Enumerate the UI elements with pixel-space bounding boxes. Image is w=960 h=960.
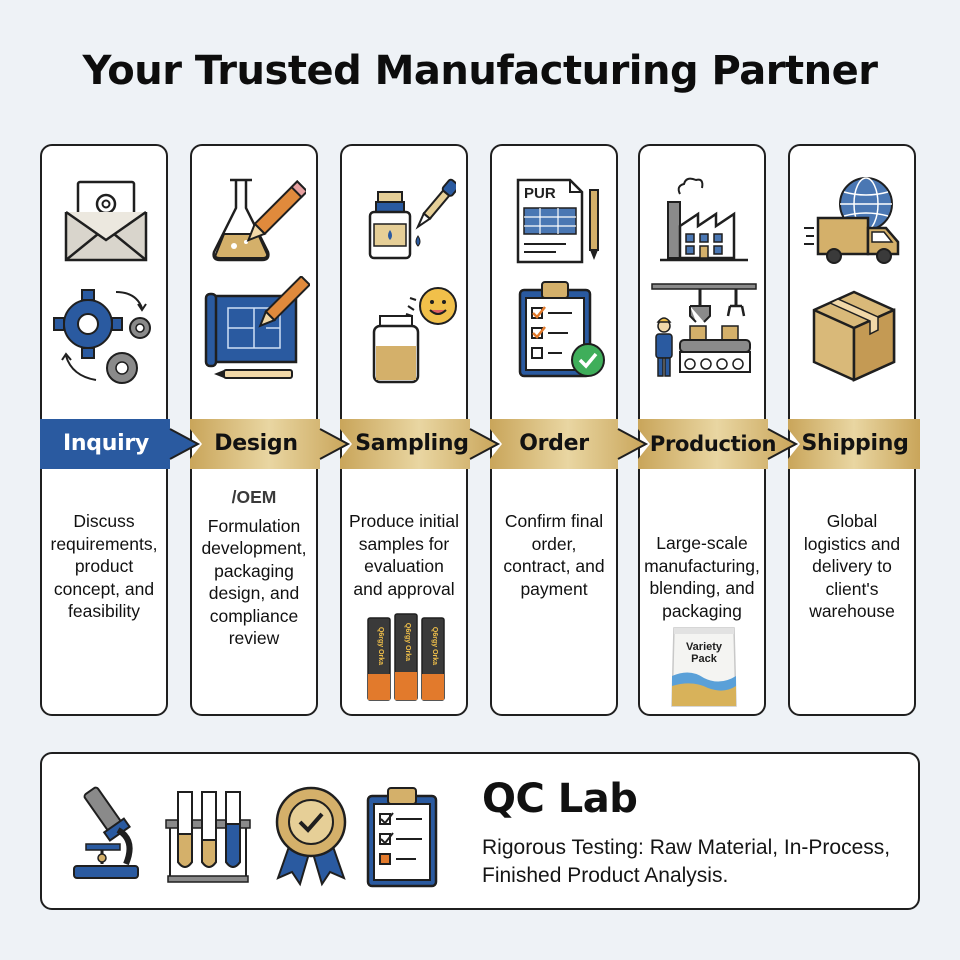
desc-line: packaging: [214, 560, 294, 581]
doc-label: PUR: [524, 185, 556, 202]
band-segment-design: [190, 419, 348, 469]
desc-line: compliance: [209, 605, 299, 626]
desc-line: review: [228, 628, 280, 648]
bottle-dropper-icon: [368, 178, 456, 260]
desc-line: and approval: [353, 578, 455, 599]
page-title: Your Trusted Manufacturing Partner: [82, 48, 878, 94]
microscope-icon: [73, 786, 139, 879]
oem-label: /OEM: [231, 487, 277, 507]
desc-line: Large-scale: [656, 533, 748, 553]
checklist-clipboard-icon: [518, 281, 605, 378]
desc-line: manufacturing,: [644, 555, 760, 576]
stage-label-sampling: Sampling: [355, 431, 469, 456]
gears-icon: [53, 289, 151, 384]
band-segment-order: [490, 419, 646, 469]
qc-lab-title: QC Lab: [482, 776, 638, 822]
stage-description-order: Confirm final order, contract, and payme…: [496, 510, 612, 600]
email-envelope-icon: [64, 180, 148, 262]
test-tubes-icon: [165, 791, 251, 883]
desc-line: development,: [201, 538, 307, 558]
stage-description-inquiry: Discuss requirements, product concept, a…: [46, 510, 162, 623]
desc-line: Discuss: [73, 511, 135, 531]
desc-line: client's: [825, 578, 879, 599]
factory-icon: [660, 177, 748, 262]
desc-line: feasibility: [68, 601, 140, 621]
cardboard-box-icon: [812, 290, 896, 382]
stage-description-design: /OEM Formulation development, packaging …: [196, 486, 312, 650]
qc-lab-panel: QC Lab Rigorous Testing: Raw Material, I…: [40, 752, 920, 910]
stage-description-sampling: Produce initial samples for evaluation a…: [346, 510, 462, 600]
sachet-label: Q6rgy Orka: [431, 627, 438, 665]
sachet-label: Q6rgy Orka: [377, 627, 384, 665]
desc-line: Produce initial: [349, 511, 459, 531]
globe-truck-icon: [804, 177, 900, 264]
desc-line: Confirm final: [504, 511, 604, 531]
checklist-clipboard-icon: [366, 787, 438, 888]
stage-label-design: Design: [214, 431, 298, 456]
desc-line: Global: [826, 511, 878, 531]
band-segment-inquiry: [40, 419, 198, 469]
lab-flask-pencil-icon: [212, 178, 306, 262]
pouch-label-line-2: Pack: [691, 653, 718, 665]
stage-label-inquiry: Inquiry: [63, 431, 149, 456]
desc-line: Formulation: [207, 515, 301, 536]
desc-line: samples for: [358, 533, 450, 554]
stage-label-order: Order: [519, 431, 589, 456]
blueprint-pencil-icon: [204, 276, 310, 379]
stage-label-production: Production: [649, 432, 777, 456]
assembly-line-icon: [651, 283, 757, 377]
desc-line: delivery to: [812, 556, 892, 576]
pouch-label-line-1: Variety: [686, 641, 723, 653]
sample-sachets-image: Q6rgy Orka Q6rgy Orka Q6rgy Orka: [367, 613, 445, 701]
desc-line: blending, and: [649, 578, 755, 598]
process-band: Inquiry Design Sampling Order Production…: [40, 419, 960, 469]
desc-line: packaging: [662, 600, 742, 621]
stage-label-shipping: Shipping: [801, 431, 909, 456]
process-arrows: [40, 419, 920, 469]
desc-line: warehouse: [809, 601, 895, 621]
band-segment-production: [638, 419, 796, 469]
desc-line: logistics and: [803, 533, 901, 554]
variety-pack-pouch-image: Variety Pack: [671, 627, 737, 707]
desc-line: design, and: [208, 583, 300, 603]
desc-line: order,: [531, 533, 577, 554]
qc-lab-description: Rigorous Testing: Raw Material, In-Proce…: [482, 834, 890, 890]
desc-line: requirements,: [50, 533, 158, 554]
desc-line: product: [74, 556, 134, 576]
jar-smiley-icon: [372, 287, 457, 384]
stage-description-shipping: Global logistics and delivery to client'…: [794, 510, 910, 623]
band-segment-shipping: [788, 419, 920, 469]
qc-desc-line: Finished Product Analysis.: [482, 864, 729, 887]
desc-line: contract, and: [503, 556, 605, 576]
quality-badge-icon: [275, 786, 347, 887]
desc-line: payment: [520, 578, 588, 599]
sachet-label: Q6rgy Orka: [404, 623, 411, 661]
qc-desc-line: Rigorous Testing: Raw Material, In-Proce…: [482, 836, 891, 859]
stage-description-production: Large-scale manufacturing, blending, and…: [644, 532, 760, 622]
purchase-order-document-icon: PUR: [516, 178, 599, 264]
desc-line: concept, and: [53, 578, 155, 599]
desc-line: evaluation: [364, 556, 444, 576]
band-segment-sampling: [340, 419, 498, 469]
